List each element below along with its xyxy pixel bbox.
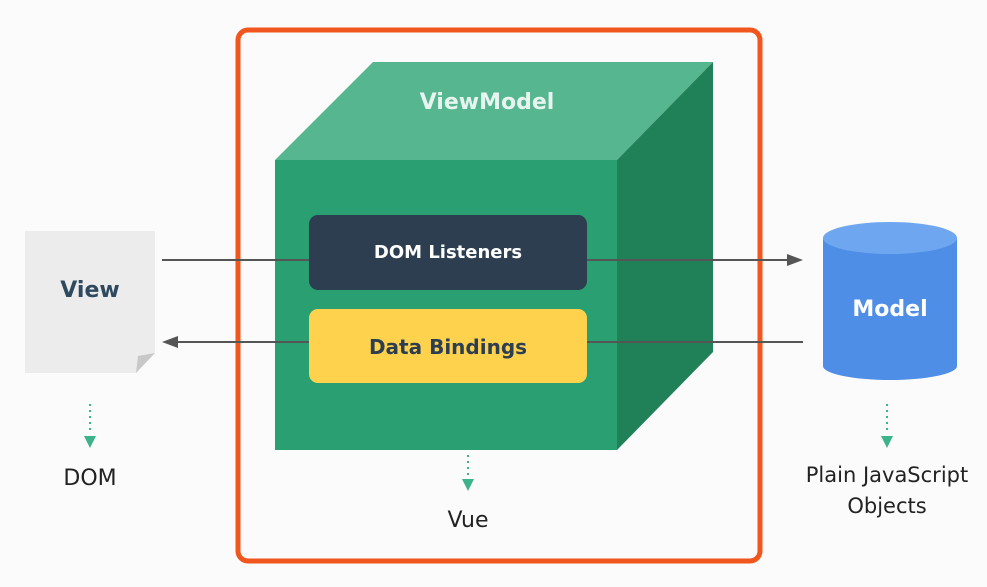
vue-caption: Vue	[447, 508, 489, 533]
view-page-icon	[25, 231, 155, 373]
dotted-arrow-model	[881, 404, 893, 448]
dom-listeners-box	[309, 215, 587, 290]
viewmodel-label: ViewModel	[419, 90, 555, 115]
model-label: Model	[852, 297, 928, 322]
data-bindings-box	[309, 309, 587, 383]
dotted-arrow-dom	[84, 404, 96, 448]
dotted-arrow-vue	[462, 455, 474, 491]
dom-listeners-label: DOM Listeners	[373, 242, 523, 263]
dom-caption: DOM	[63, 466, 117, 491]
view-label: View	[60, 278, 120, 303]
model-caption: Plain JavaScript Objects	[805, 463, 969, 518]
vue-frame	[235, 27, 763, 564]
arrow-model-to-view	[162, 336, 803, 348]
cube-top-face	[275, 62, 713, 160]
cube-front-face	[275, 160, 617, 450]
model-cylinder-icon	[823, 222, 957, 380]
cube-side-face	[617, 62, 713, 450]
viewmodel-cube	[275, 62, 713, 450]
arrow-view-to-model	[162, 254, 803, 266]
data-bindings-label: Data Bindings	[368, 335, 528, 359]
